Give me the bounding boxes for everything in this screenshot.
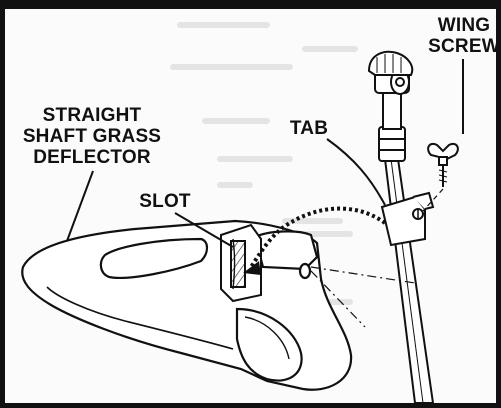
dashed-path-arrow xyxy=(243,206,387,275)
slot-label: SLOT xyxy=(139,191,191,212)
deflector-label-line-1: STRAIGHT xyxy=(43,105,142,126)
alignment-lines xyxy=(310,266,416,328)
trimmer-shaft xyxy=(367,50,435,403)
deflector-installation-diagram: STRAIGHT SHAFT GRASS DEFLECTOR TAB WING … xyxy=(21,15,496,403)
deflector-label-line-3: DEFLECTOR xyxy=(33,147,151,168)
deflector-leader-line xyxy=(66,170,94,242)
deflector-label-line-2: SHAFT GRASS xyxy=(23,126,161,147)
tab-label: TAB xyxy=(290,118,328,139)
wing-screw-label-line-2: SCREW xyxy=(428,36,496,57)
wing-screw-icon xyxy=(422,143,459,212)
tab-bracket xyxy=(380,191,435,247)
grass-deflector xyxy=(21,219,353,391)
slot-leader-line xyxy=(174,212,234,248)
tab-leader-line xyxy=(326,138,386,206)
slot-mount xyxy=(220,223,262,303)
wing-screw-label-line-1: WING xyxy=(438,15,491,36)
